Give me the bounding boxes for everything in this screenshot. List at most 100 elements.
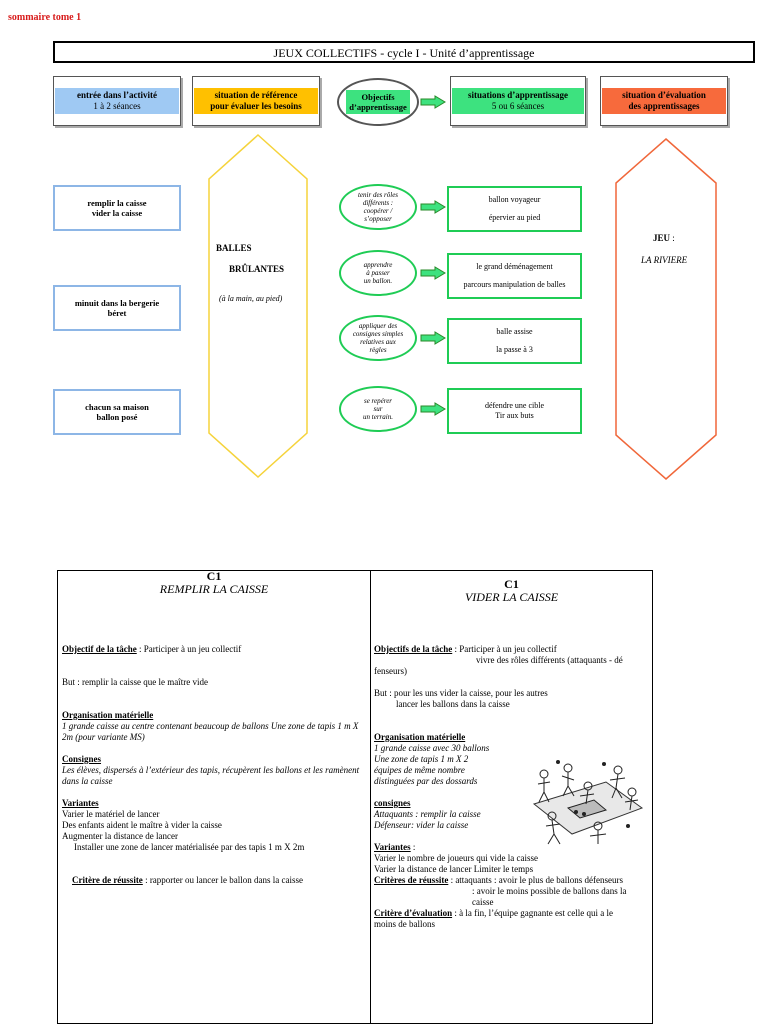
header-entree-fill: entrée dans l’activité 1 à 2 séances — [55, 88, 179, 114]
objective-1-line1: tenir des rôles — [358, 191, 398, 199]
page-title: JEUX COLLECTIFS - cycle I - Unité d’appr… — [53, 41, 755, 63]
evaluation-jeu: JEU — [653, 233, 670, 243]
card-right-but-1: But : pour les uns vider la caisse, pour… — [374, 688, 649, 699]
card-left-objectif: Objectif de la tâche : Participer à un j… — [62, 644, 366, 655]
card-right-criteres: Critères de réussite : attaquants : avoi… — [374, 875, 649, 886]
card-left-code: C1 — [58, 571, 370, 582]
card-right-variante-2: Varier la distance de lancer Limiter le … — [374, 864, 649, 875]
children-game-illustration — [528, 756, 646, 850]
card-left-variante-1: Varier le matériel de lancer — [62, 809, 366, 820]
header-reference-title: situation de référence — [200, 90, 312, 101]
card-left-variantes-label: Variantes — [62, 798, 366, 809]
header-situations-title: situations d’apprentissage — [458, 90, 578, 101]
card-left-critere-text: : rapporter ou lancer le ballon dans la … — [143, 875, 303, 885]
situation-box-3: balle assise la passe à 3 — [447, 318, 582, 364]
situation-3-line2: la passe à 3 — [496, 345, 533, 355]
card-right-criteres-text: : attaquants : avoir le plus de ballons … — [448, 875, 623, 885]
reference-line3: (à la main, au pied) — [219, 294, 282, 303]
situation-3-line1: balle assise — [496, 327, 532, 337]
objective-3-line3: relatives aux — [360, 338, 396, 346]
card-left-variante-2: Des enfants aident le maître à vider la … — [62, 820, 366, 831]
card-left-variante-4: Installer une zone de lancer matérialisé… — [62, 842, 366, 853]
objective-2-line1: apprendre — [364, 261, 393, 269]
situation-4-line1: défendre une cible — [485, 401, 544, 411]
evaluation-name: LA RIVIERE — [641, 255, 687, 265]
card-right-org-label: Organisation matérielle — [374, 732, 649, 743]
objective-4-line3: un terrain. — [363, 413, 393, 421]
card-left-consignes-label: Consignes — [62, 754, 366, 765]
objective-2-line2: à passer — [366, 269, 390, 277]
card-right-variante-1: Varier le nombre de joueurs qui vide la … — [374, 853, 649, 864]
header-evaluation-title: situation d’évaluation — [608, 90, 720, 101]
card-right-eval-label: Critère d’évaluation — [374, 908, 452, 918]
sommaire-link[interactable]: sommaire tome 1 — [8, 12, 81, 23]
objective-arrow-2-icon — [420, 266, 446, 280]
card-remplir: C1 REMPLIR LA CAISSE Objectif de la tâch… — [57, 570, 371, 1024]
card-right-objectif-text3: fenseurs) — [374, 666, 649, 677]
entry-box-1-line1: remplir la caisse — [87, 198, 146, 208]
objective-3-line1: appliquer des — [359, 322, 397, 330]
card-right-objectif-text2: vivre des rôles différents (attaquants -… — [374, 655, 649, 666]
entry-box-2-line2: béret — [75, 308, 159, 318]
card-right-variantes-label: Variantes — [374, 842, 411, 852]
card-left-objectif-label: Objectif de la tâche — [62, 644, 137, 654]
situation-box-1: ballon voyageur épervier au pied — [447, 186, 582, 232]
situation-box-2: le grand déménagement parcours manipulat… — [447, 253, 582, 299]
header-entree-title: entrée dans l’activité — [61, 90, 173, 101]
evaluation-colon: : — [670, 233, 675, 243]
card-left-critere: Critère de réussite : rapporter ou lance… — [62, 875, 366, 886]
header-evaluation: situation d’évaluation des apprentissage… — [600, 76, 728, 126]
card-right-title: VIDER LA CAISSE — [371, 590, 652, 604]
entry-box-1-line2: vider la caisse — [87, 208, 146, 218]
objective-oval-3: appliquer des consignes simples relative… — [339, 315, 417, 361]
objective-arrow-1-icon — [420, 200, 446, 214]
card-left-org-text: 1 grande caisse au centre contenant beau… — [62, 721, 366, 743]
header-reference: situation de référence pour évaluer les … — [192, 76, 320, 126]
reference-line1: BALLES — [216, 243, 252, 253]
objective-oval-4: se repérer sur un terrain. — [339, 386, 417, 432]
card-right-but-2: lancer les ballons dans la caisse — [374, 699, 649, 710]
card-right-objectif: Objectifs de la tâche : Participer à un … — [374, 644, 649, 655]
card-left-objectif-text: : Participer à un jeu collectif — [137, 644, 241, 654]
objective-1-line3: coopérer / — [364, 207, 393, 215]
situation-1-line2: épervier au pied — [489, 213, 541, 223]
card-right-eval: Critère d’évaluation : à la fin, l’équip… — [374, 908, 649, 919]
header-objectifs-sub: d’apprentissage — [349, 102, 406, 112]
card-right-eval-text2: moins de ballons — [374, 919, 649, 930]
card-left-but: But : remplir la caisse que le maître vi… — [62, 677, 366, 688]
entry-box-3-line2: ballon posé — [85, 412, 149, 422]
header-objectifs-title: Objectifs — [349, 92, 406, 102]
entry-box-1: remplir la caisse vider la caisse — [53, 185, 181, 231]
header-situations-fill: situations d’apprentissage 5 ou 6 séance… — [452, 88, 584, 114]
situation-box-4: défendre une cible Tir aux buts — [447, 388, 582, 434]
card-right-criteres-text2: : avoir le moins possible de ballons dan… — [374, 886, 649, 908]
objective-4-line2: sur — [374, 405, 383, 413]
situation-4-line2: Tir aux buts — [495, 411, 533, 421]
header-situations-sub: 5 ou 6 séances — [458, 101, 578, 112]
objective-arrow-3-icon — [420, 331, 446, 345]
objective-2-line3: un ballon. — [364, 277, 392, 285]
card-right-objectif-text: : Participer à un jeu collectif — [452, 644, 556, 654]
objective-4-line1: se repérer — [364, 397, 392, 405]
objective-1-line2: différents : — [363, 199, 393, 207]
card-left-consignes-text: Les élèves, dispersés à l’extérieur des … — [62, 765, 366, 787]
card-left-variante-3: Augmenter la distance de lancer — [62, 831, 366, 842]
evaluation-label: JEU : — [653, 233, 675, 243]
header-reference-sub: pour évaluer les besoins — [200, 101, 312, 112]
objective-arrow-4-icon — [420, 402, 446, 416]
card-right-eval-text: : à la fin, l’équipe gagnante est celle … — [452, 908, 613, 918]
card-left-title: REMPLIR LA CAISSE — [58, 582, 370, 596]
card-right-org-1: 1 grande caisse avec 30 ballons — [374, 743, 649, 754]
card-right-variantes-colon: : — [411, 842, 416, 852]
header-entree: entrée dans l’activité 1 à 2 séances — [53, 76, 181, 126]
card-right-code: C1 — [371, 579, 652, 590]
header-evaluation-fill: situation d’évaluation des apprentissage… — [602, 88, 726, 114]
objective-3-line2: consignes simples — [353, 330, 403, 338]
situation-2-line1: le grand déménagement — [476, 262, 552, 272]
header-reference-fill: situation de référence pour évaluer les … — [194, 88, 318, 114]
header-objectifs: Objectifs d’apprentissage — [337, 78, 419, 126]
objective-oval-1: tenir des rôles différents : coopérer / … — [339, 184, 417, 230]
reference-line2: BRÛLANTES — [229, 264, 284, 274]
card-left-critere-label: Critère de réussite — [72, 875, 143, 885]
reference-hexagon — [207, 133, 309, 479]
